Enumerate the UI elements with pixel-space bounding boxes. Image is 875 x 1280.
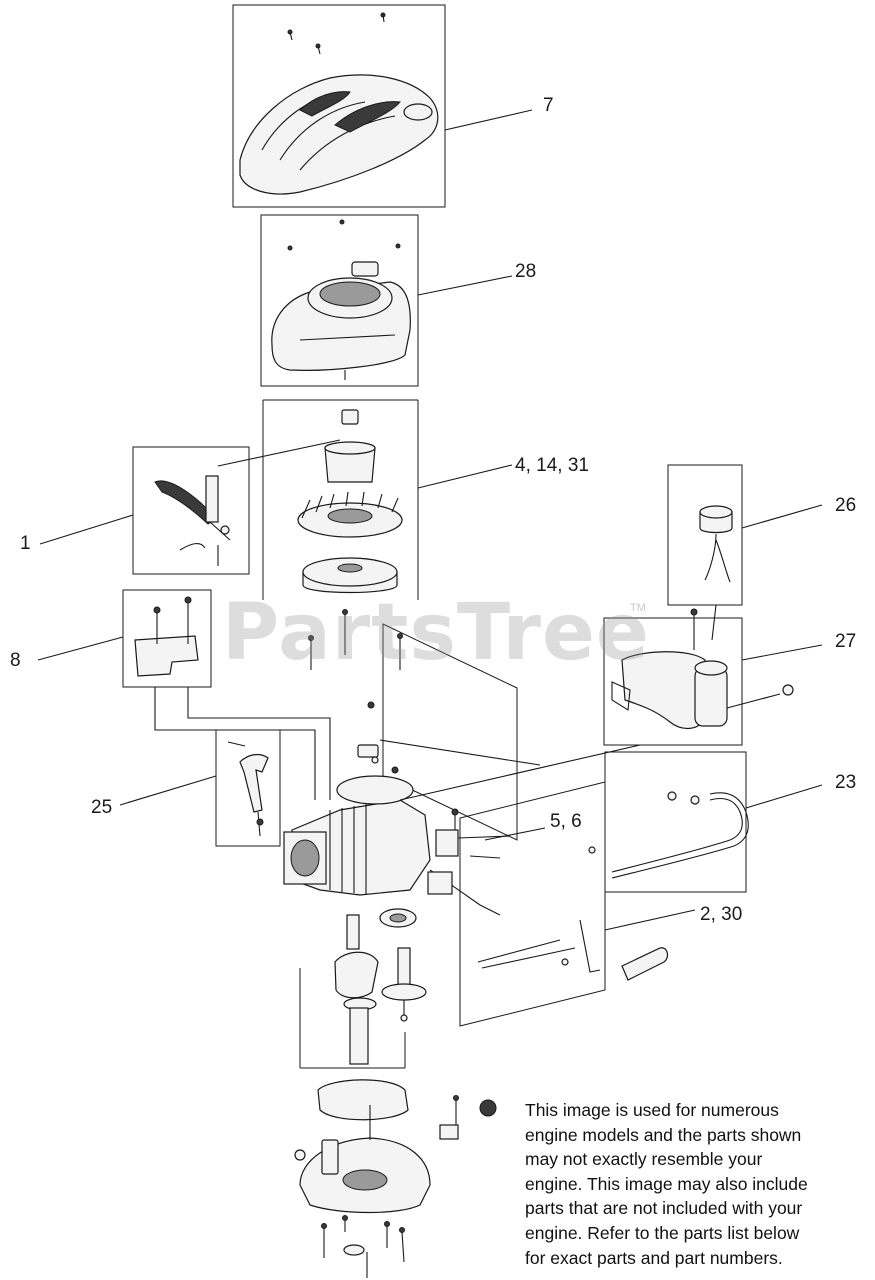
- part-23-fuel-line[interactable]: [604, 751, 749, 893]
- callout-27[interactable]: 27: [835, 631, 857, 652]
- parts-tree-watermark: PartsTree: [222, 588, 650, 678]
- callout-26[interactable]: 26: [835, 495, 857, 516]
- note-line: engine. Refer to the parts list below: [525, 1222, 800, 1243]
- disclaimer-note: This image is used for numerous engine m…: [525, 1098, 870, 1270]
- note-line: This image is used for numerous: [525, 1100, 779, 1120]
- part-28-blower-housing[interactable]: [260, 214, 419, 387]
- callout-28[interactable]: 28: [515, 261, 537, 282]
- trademark-mark: TM: [630, 602, 646, 614]
- callout-8[interactable]: 8: [10, 650, 21, 671]
- callout-7[interactable]: 7: [543, 95, 554, 116]
- linkage-assembly-window: [382, 623, 606, 1027]
- part-2-30-throttle-linkage[interactable]: [477, 846, 669, 981]
- callout-1[interactable]: 1: [20, 533, 31, 554]
- note-line: for exact parts and part numbers.: [525, 1247, 783, 1268]
- callout-23[interactable]: 23: [835, 772, 857, 793]
- crankcase-sump[interactable]: [294, 1079, 497, 1278]
- part-1-brake-bracket[interactable]: [132, 439, 341, 575]
- note-line: parts that are not included with your: [525, 1198, 803, 1219]
- callout-5-6[interactable]: 5, 6: [550, 811, 582, 832]
- note-line: engine models and the parts shown: [525, 1124, 802, 1145]
- camshaft[interactable]: [381, 947, 427, 1022]
- crankshaft[interactable]: [334, 908, 417, 1065]
- note-line: may not exactly resemble your: [525, 1149, 763, 1170]
- part-5-6-governor-arm[interactable]: [435, 808, 511, 859]
- part-4-14-31-flywheel-assembly[interactable]: [262, 399, 419, 600]
- note-line: engine. This image may also include: [525, 1173, 808, 1194]
- part-26-fuel-cap[interactable]: [667, 464, 743, 606]
- part-7-engine-cover[interactable]: [232, 4, 446, 208]
- callout-25[interactable]: 25: [91, 797, 113, 818]
- part-25-dipstick-tube[interactable]: [215, 729, 281, 847]
- engine-block[interactable]: [283, 609, 641, 916]
- part-8-bracket[interactable]: [122, 589, 331, 800]
- part-27-fuel-tank[interactable]: [603, 608, 794, 746]
- callout-4-14-31[interactable]: 4, 14, 31: [515, 455, 589, 476]
- callout-2-30[interactable]: 2, 30: [700, 904, 743, 925]
